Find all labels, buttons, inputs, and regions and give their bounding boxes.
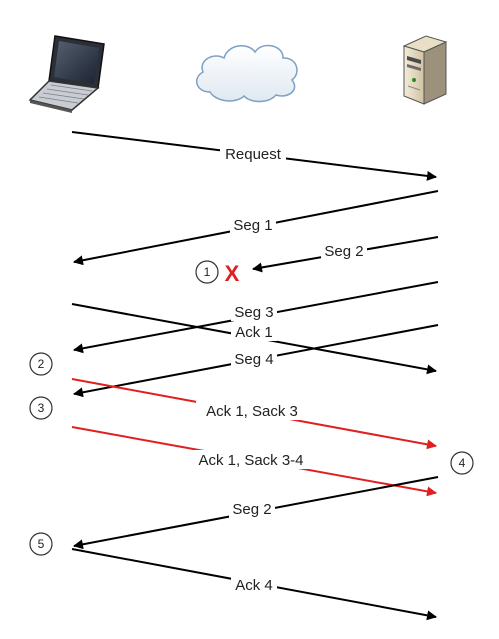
request-label: Request	[225, 146, 282, 163]
ack4-label: Ack 4	[235, 577, 273, 594]
seg2-label: Seg 2	[324, 243, 363, 260]
ack1-label: Ack 1	[235, 324, 273, 341]
server-tower-icon	[402, 35, 448, 105]
ack1-sack3-label: Ack 1, Sack 3	[206, 403, 298, 420]
svg-text:5: 5	[38, 537, 45, 551]
cloud-icon	[195, 44, 298, 103]
step-marker-1: 1	[195, 260, 219, 284]
step-marker-3: 3	[29, 396, 53, 420]
message-labels: Request Seg 1 Seg 2 Seg 3 Ack 1 Seg 4 Ac…	[187, 144, 367, 594]
step-marker-4: 4	[450, 451, 474, 475]
step-markers: 1 2 3 4 5	[29, 260, 474, 556]
seg1-label: Seg 1	[233, 217, 272, 234]
laptop-icon	[28, 35, 105, 113]
svg-text:2: 2	[38, 357, 45, 371]
step-marker-5: 5	[29, 532, 53, 556]
seg4-label: Seg 4	[234, 351, 273, 368]
svg-text:3: 3	[38, 401, 45, 415]
step-marker-2: 2	[29, 352, 53, 376]
seg3-label: Seg 3	[234, 304, 273, 321]
seg2-retransmit-label: Seg 2	[232, 501, 271, 518]
message-lines	[71, 131, 439, 621]
svg-text:4: 4	[459, 456, 466, 470]
svg-text:1: 1	[204, 265, 211, 279]
loss-x-mark: X	[225, 261, 240, 286]
ack1-sack34-label: Ack 1, Sack 3-4	[198, 452, 303, 469]
